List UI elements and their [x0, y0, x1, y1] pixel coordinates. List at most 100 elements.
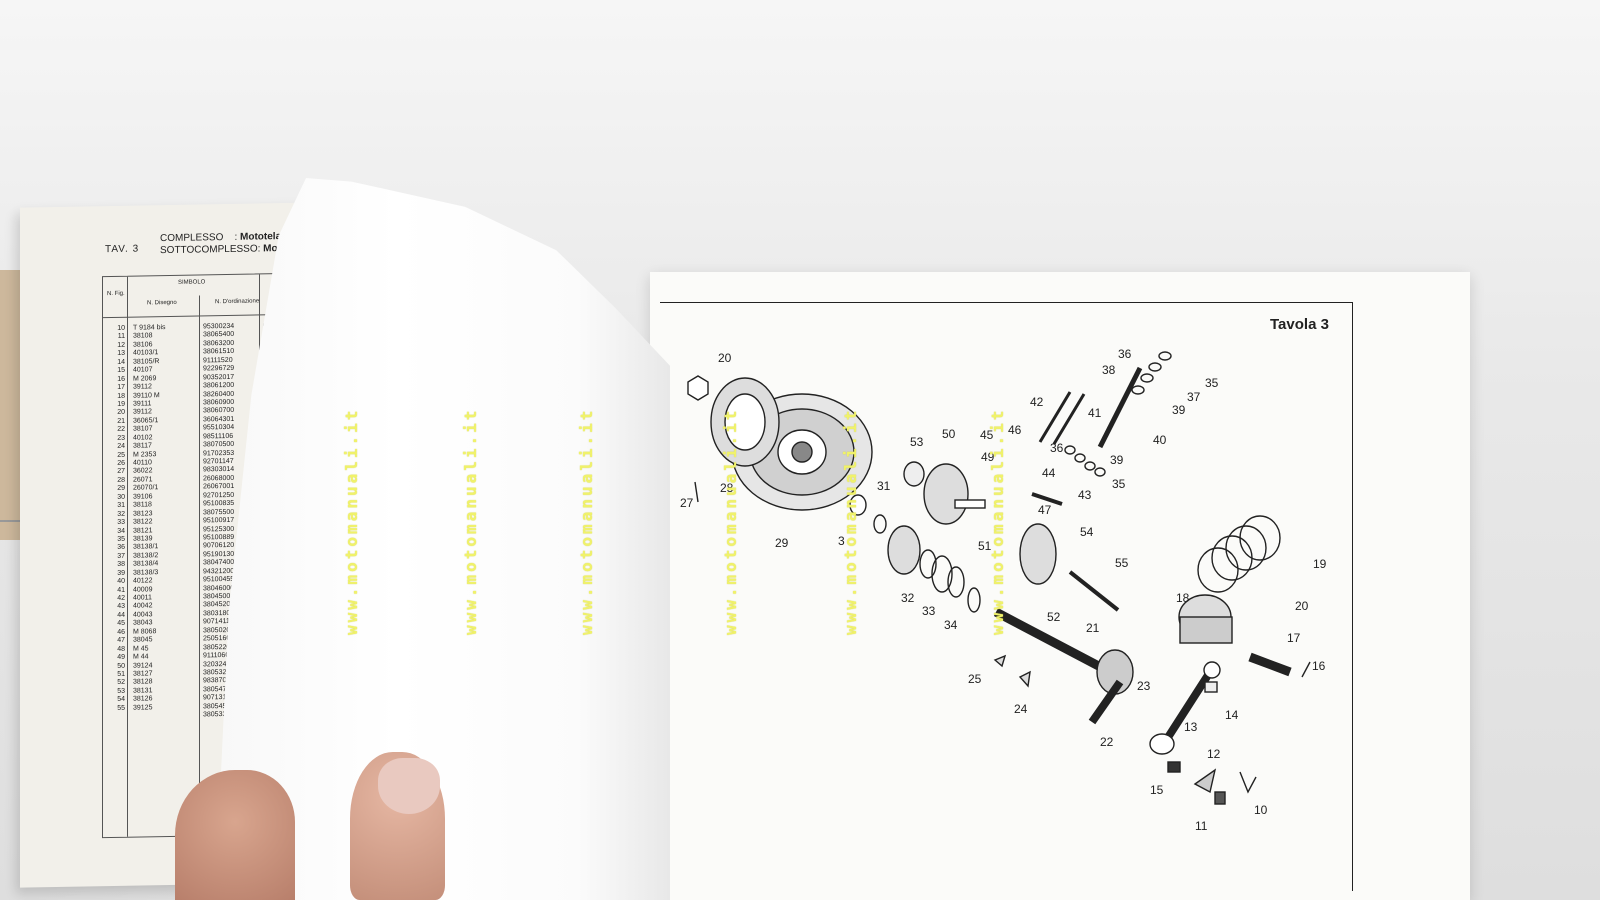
table-cell: 38126 — [133, 695, 153, 703]
table-cell: 38127 — [133, 670, 153, 678]
complesso-label: COMPLESSO — [160, 232, 224, 245]
diagram-page: Tavola 3 — [650, 272, 1470, 900]
callout-number: 37 — [1187, 390, 1201, 404]
gear-part — [923, 463, 969, 525]
callout-number: 35 — [1112, 477, 1126, 491]
table-cell: 38106 — [133, 341, 153, 349]
hand — [175, 770, 295, 900]
table-cell: 38108 — [133, 332, 153, 341]
callout-number: 22 — [1100, 735, 1114, 749]
table-cell: 38139 — [133, 535, 153, 543]
table-cell: 26071 — [133, 476, 153, 484]
callout-number: 45 — [980, 428, 994, 442]
callout-number: 29 — [775, 536, 789, 550]
callout-number: 39 — [1172, 403, 1186, 417]
table-cell: 39106 — [133, 493, 153, 501]
table-cell: 40009 — [133, 585, 153, 594]
callout-number: 47 — [1038, 503, 1052, 517]
watermark-text: www.motomanuali.it — [342, 407, 361, 635]
table-cell: 38117 — [133, 442, 152, 450]
sottocomplesso-label: SOTTOCOMPLESSO: — [160, 243, 261, 257]
callout-number: 27 — [680, 496, 694, 510]
thumbnail — [378, 758, 440, 814]
callout-number: 36 — [1118, 347, 1132, 361]
watermark-text: www.motomanuali.it — [577, 407, 596, 635]
callout-number: 38 — [1102, 363, 1116, 377]
table-cell: 38122 — [133, 518, 153, 526]
callout-number: 20 — [718, 351, 732, 365]
table-cell: 39112 — [133, 383, 152, 391]
tav-label: TAV. 3 — [105, 243, 140, 256]
turning-page — [215, 178, 670, 900]
table-cell: 40042 — [133, 602, 153, 611]
table-cell: 38128 — [133, 678, 153, 687]
callout-number: 40 — [1153, 433, 1167, 447]
table-cell: 39111 — [133, 400, 152, 408]
callout-number: 14 — [1225, 708, 1239, 722]
callout-number: 44 — [1042, 466, 1056, 480]
callout-number: 54 — [1080, 525, 1094, 539]
table-cell: 40122 — [133, 577, 153, 585]
callout-number: 42 — [1030, 395, 1044, 409]
callout-number: 46 — [1008, 423, 1022, 437]
callout-number: 32 — [901, 591, 915, 605]
callout-number: 21 — [1086, 621, 1100, 635]
callout-number: 35 — [1205, 376, 1219, 390]
table-cell: 39112 — [133, 408, 152, 417]
table-cell: 38121 — [133, 526, 153, 535]
watermark-text: www.motomanuali.it — [461, 407, 480, 635]
table-cell: 40011 — [133, 594, 152, 602]
table-cell: 38131 — [133, 687, 153, 695]
callout-number: 15 — [1150, 783, 1164, 797]
callout-number: 24 — [1014, 702, 1028, 716]
callout-number: 50 — [942, 427, 956, 441]
callout-number: 3 — [838, 534, 845, 548]
watermark-text: www.motomanuali.it — [988, 407, 1007, 635]
diagram-frame — [660, 302, 1353, 891]
callout-number: 43 — [1078, 488, 1092, 502]
callout-number: 53 — [910, 435, 924, 449]
callout-number: 33 — [922, 604, 936, 618]
callout-number: 28 — [720, 481, 734, 495]
callout-number: 31 — [877, 479, 891, 493]
callout-number: 52 — [1047, 610, 1061, 624]
table-cell: 38045 — [133, 636, 153, 644]
table-cell: 40043 — [133, 611, 153, 619]
callout-number: 51 — [978, 539, 992, 553]
table-edge-line — [0, 520, 20, 522]
col-simbolo: SIMBOLO — [178, 279, 206, 286]
callout-number: 23 — [1137, 679, 1151, 693]
callout-number: 55 — [1115, 556, 1129, 570]
callout-number: 34 — [944, 618, 958, 632]
callout-number: 12 — [1207, 747, 1221, 761]
callout-number: 16 — [1312, 659, 1326, 673]
table-cell: 39124 — [133, 661, 153, 670]
callout-number: 36 — [1050, 441, 1064, 455]
nut-part — [687, 375, 709, 401]
col-n: N. Fig. — [107, 290, 125, 298]
table-cell: 40107 — [133, 366, 153, 374]
watermark-text: www.motomanuali.it — [841, 407, 860, 635]
callout-number: 41 — [1088, 406, 1102, 420]
callout-number: 10 — [1254, 803, 1268, 817]
callout-number: 18 — [1176, 591, 1190, 605]
table-cell: 40110 — [133, 459, 152, 467]
table-cell: M 45 — [133, 644, 149, 653]
table-cell: 38107 — [133, 425, 153, 433]
col-ordinazione: N. D'ordinazione — [215, 298, 260, 306]
callout-number: 49 — [981, 450, 995, 464]
table-cell: 40102 — [133, 433, 153, 442]
callout-number: 25 — [968, 672, 982, 686]
col-disegno: N. Disegno — [147, 299, 177, 307]
callout-number: 17 — [1287, 631, 1301, 645]
table-cell: 38123 — [133, 509, 153, 518]
table-cell: M 44 — [133, 653, 149, 661]
table-cell: 39125 — [133, 703, 153, 712]
callout-number: 13 — [1184, 720, 1198, 734]
callout-number: 11 — [1195, 819, 1208, 833]
tavola-title: Tavola 3 — [1270, 316, 1329, 333]
table-cell: 38118 — [133, 501, 152, 509]
table-cell: 36022 — [133, 467, 153, 476]
